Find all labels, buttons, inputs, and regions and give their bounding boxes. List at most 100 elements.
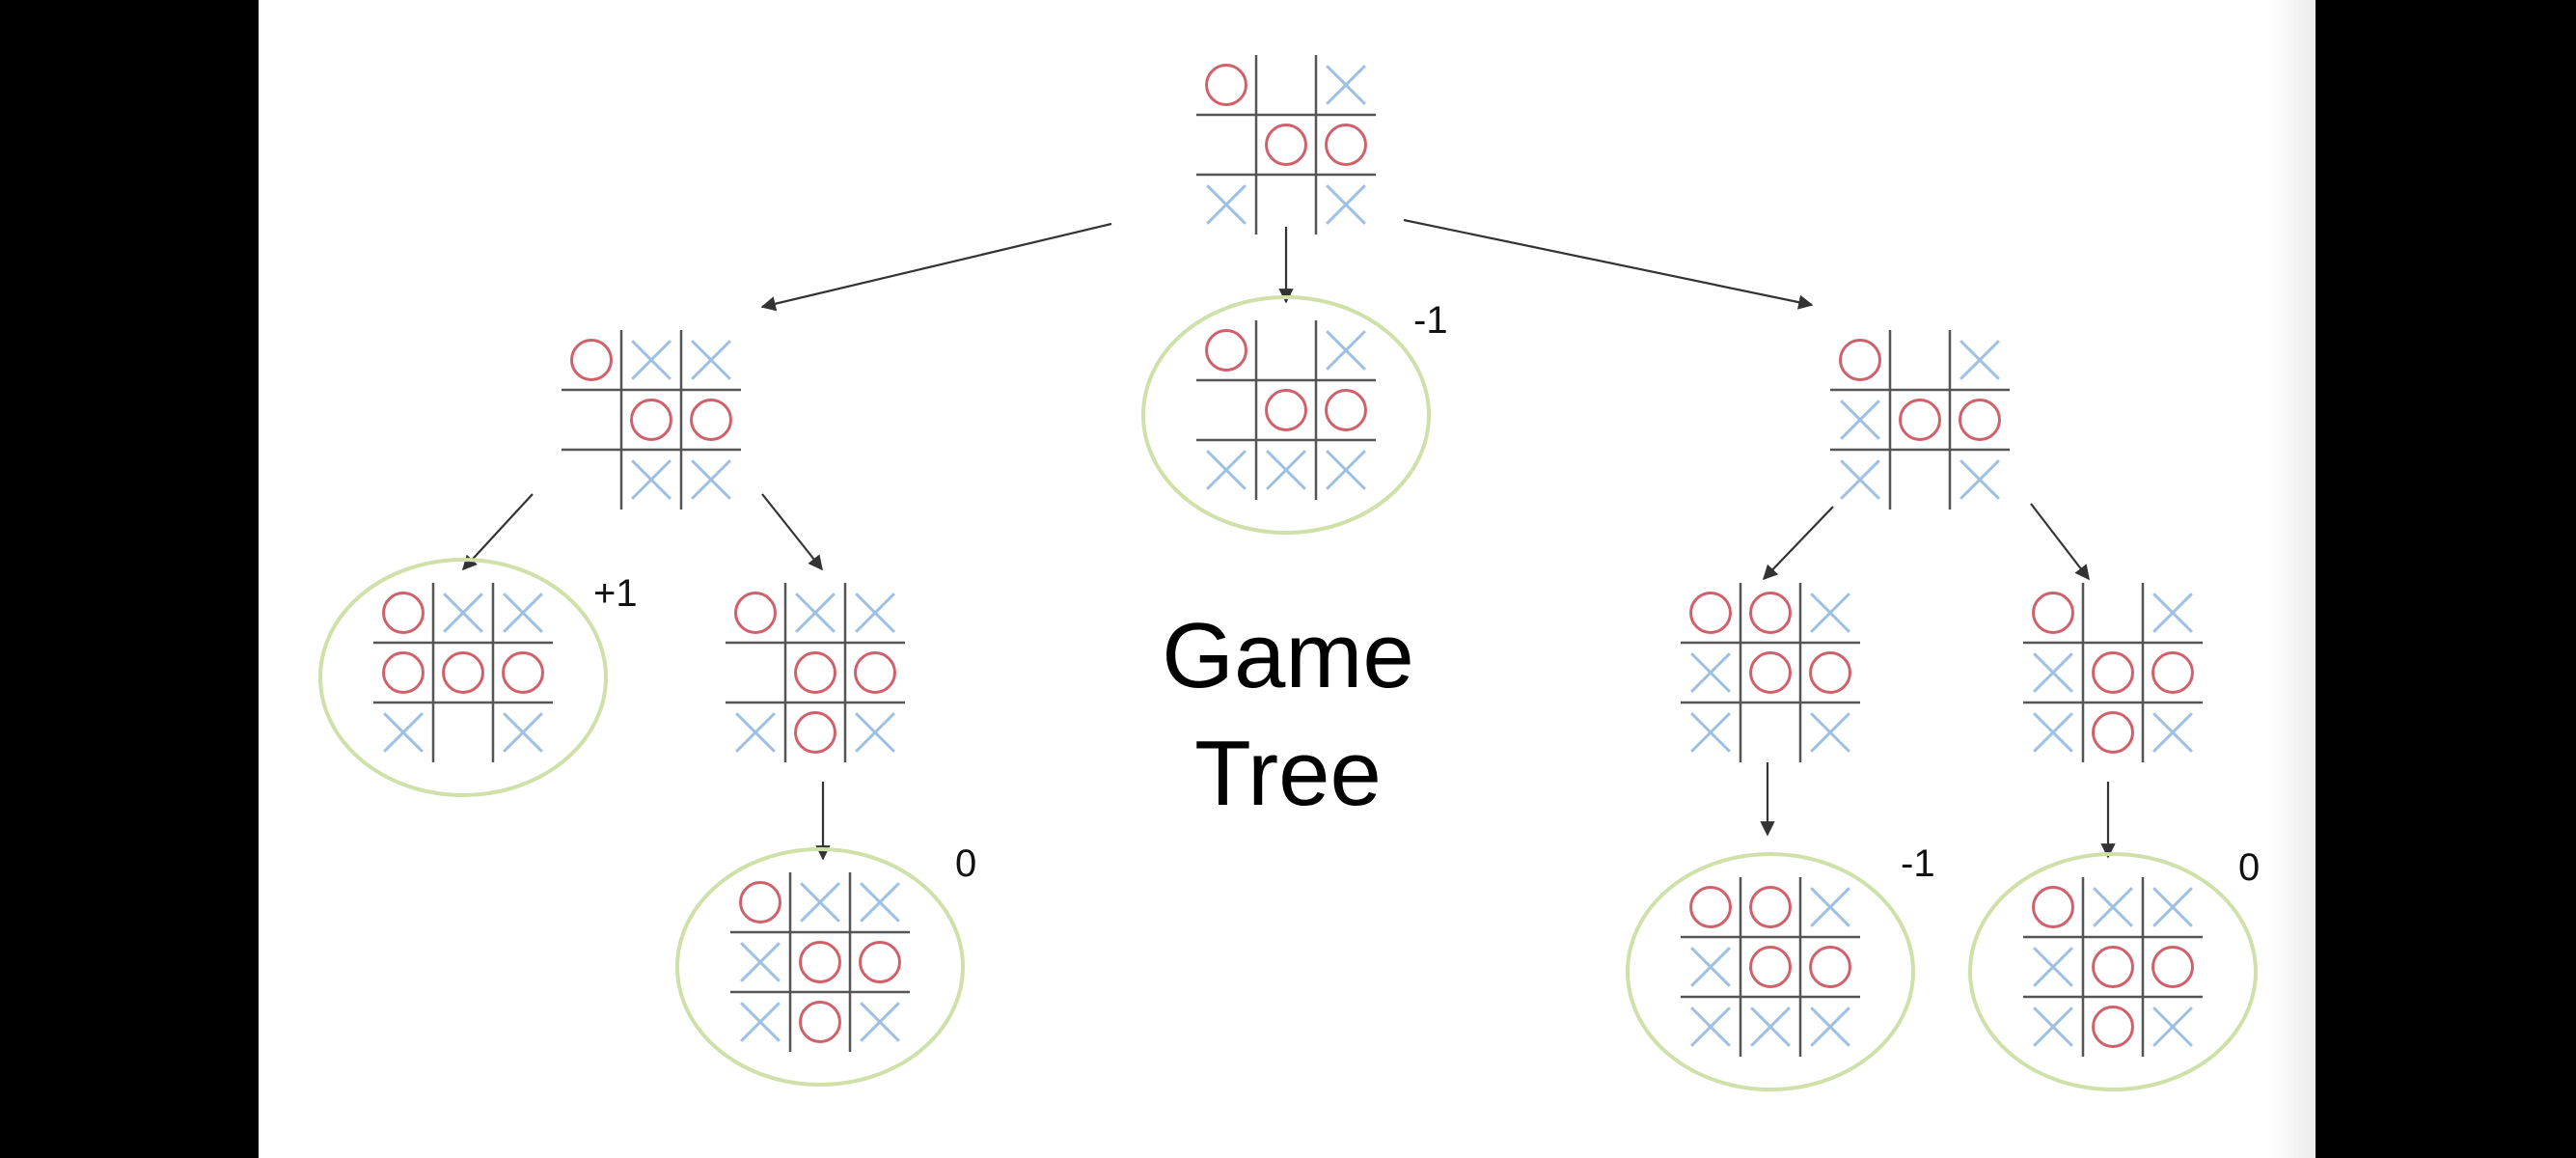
slide <box>259 0 2316 1158</box>
o-mark <box>1809 651 1851 694</box>
x-stroke <box>2033 652 2073 693</box>
x-mark <box>503 593 543 633</box>
x-mark <box>735 712 776 753</box>
x-stroke <box>735 712 776 753</box>
o-mark <box>382 592 425 634</box>
o-mark <box>2092 651 2134 694</box>
x-mark <box>1810 593 1850 633</box>
o-mark <box>1749 651 1792 694</box>
x-mark <box>1690 947 1731 987</box>
x-mark <box>1959 340 2000 380</box>
score-label-c2a: 0 <box>2238 846 2260 889</box>
board-node-a1: +1 <box>318 558 638 797</box>
x-mark <box>1326 450 1366 490</box>
o-mark <box>1325 389 1367 431</box>
x-mark <box>2033 712 2073 753</box>
x-mark <box>1750 1006 1791 1047</box>
x-mark <box>2033 652 2073 693</box>
board-node-c1a: -1 <box>1626 842 1935 1091</box>
o-mark <box>794 651 836 694</box>
x-stroke <box>855 593 895 633</box>
x-mark <box>1690 712 1731 753</box>
o-mark <box>2032 886 2074 928</box>
x-mark <box>1266 450 1306 490</box>
x-mark <box>2033 947 2073 987</box>
o-mark <box>2092 1006 2134 1048</box>
o-mark <box>570 339 613 381</box>
o-mark <box>1265 389 1307 431</box>
x-stroke <box>1750 1006 1791 1047</box>
x-mark <box>855 712 895 753</box>
edge-arrow-c-to-c1 <box>1762 506 1834 581</box>
o-mark <box>854 651 896 694</box>
score-label-c1a: -1 <box>1901 842 1935 885</box>
x-stroke <box>1840 459 1880 500</box>
x-mark <box>2152 712 2193 753</box>
o-mark <box>1689 592 1732 634</box>
o-mark <box>794 711 836 754</box>
x-stroke <box>740 942 781 982</box>
o-mark <box>1899 399 1941 441</box>
x-stroke <box>1810 593 1850 633</box>
x-stroke <box>443 593 483 633</box>
x-mark <box>631 340 671 380</box>
x-stroke <box>1326 330 1366 371</box>
o-mark <box>2151 946 2194 988</box>
o-mark <box>690 399 732 441</box>
x-mark <box>740 942 781 982</box>
edge-arrow-root-to-a <box>760 222 1112 312</box>
x-mark <box>1326 330 1366 371</box>
board-node-a <box>562 330 741 510</box>
board-node-a2a: 0 <box>675 842 976 1087</box>
o-mark <box>2151 651 2194 694</box>
o-mark <box>799 1001 841 1043</box>
x-stroke <box>860 1002 900 1042</box>
x-stroke <box>795 593 836 633</box>
x-mark <box>860 882 900 923</box>
x-stroke <box>1810 712 1850 753</box>
x-mark <box>691 459 731 500</box>
x-mark <box>1840 400 1880 440</box>
o-mark <box>382 651 425 694</box>
o-mark <box>1959 399 2001 441</box>
terminal-state-ring <box>675 847 965 1087</box>
x-stroke <box>1690 1006 1731 1047</box>
x-mark <box>631 459 671 500</box>
o-mark <box>442 651 484 694</box>
x-mark <box>1959 459 2000 500</box>
x-mark <box>383 712 424 753</box>
x-mark <box>1810 1006 1850 1047</box>
o-mark <box>2092 711 2134 754</box>
o-mark <box>1749 886 1792 928</box>
x-stroke <box>631 459 671 500</box>
x-stroke <box>631 340 671 380</box>
terminal-state-ring <box>1141 295 1431 535</box>
x-mark <box>1810 712 1850 753</box>
x-mark <box>860 1002 900 1042</box>
x-mark <box>691 340 731 380</box>
x-stroke <box>503 593 543 633</box>
x-stroke <box>1810 887 1850 927</box>
o-mark <box>799 941 841 983</box>
x-stroke <box>1840 400 1880 440</box>
x-stroke <box>1690 652 1731 693</box>
o-mark <box>1205 64 1247 106</box>
o-mark <box>2032 592 2074 634</box>
x-mark <box>740 1002 781 1042</box>
x-mark <box>1326 184 1366 225</box>
x-mark <box>2093 887 2133 927</box>
o-mark <box>734 592 777 634</box>
x-mark <box>1810 887 1850 927</box>
edges <box>461 218 2116 861</box>
x-mark <box>795 593 836 633</box>
x-mark <box>1690 1006 1731 1047</box>
x-stroke <box>2033 947 2073 987</box>
x-stroke <box>1326 184 1366 225</box>
x-mark <box>2152 1006 2193 1047</box>
board-node-a2 <box>726 583 905 762</box>
title-line-1: Game <box>1162 604 1413 707</box>
o-mark <box>1265 124 1307 166</box>
x-stroke <box>691 459 731 500</box>
x-mark <box>855 593 895 633</box>
